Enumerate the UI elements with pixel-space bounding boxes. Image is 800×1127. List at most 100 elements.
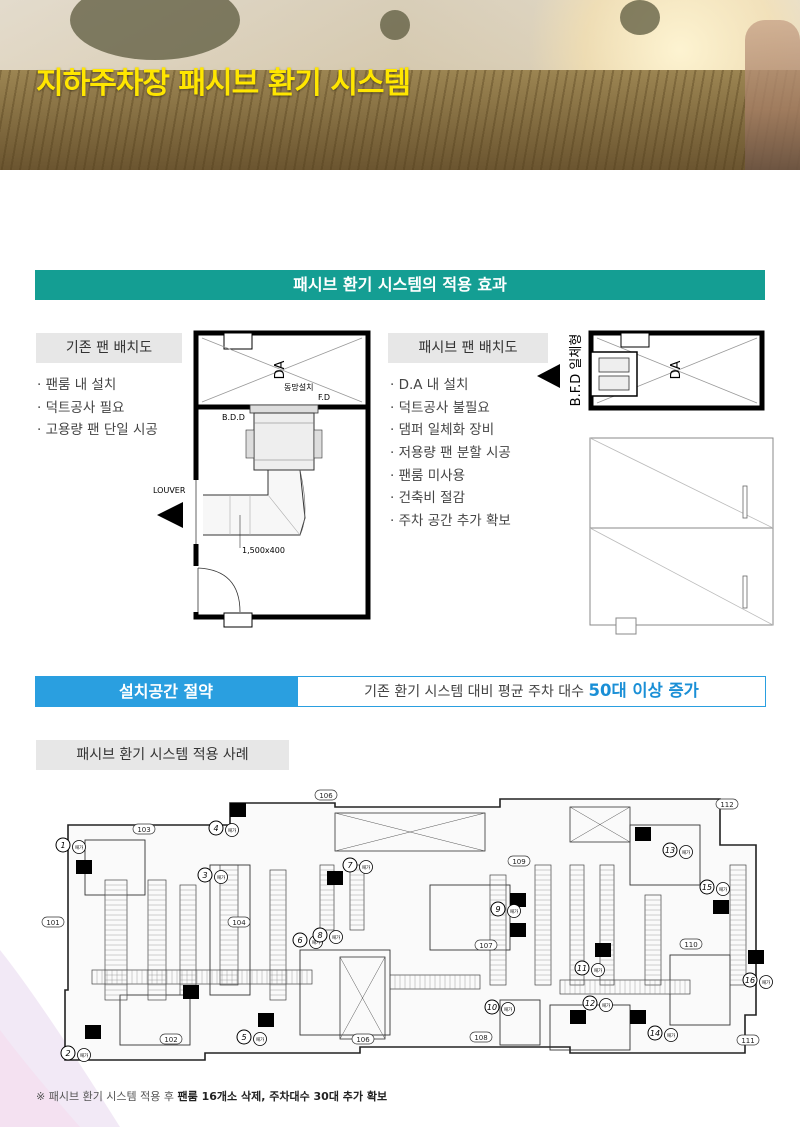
existing-bullet: 팬룸 내 설치 xyxy=(37,374,158,397)
plan-marker-tag-label: 패가 xyxy=(504,1006,512,1013)
plan-marker-tag xyxy=(759,975,773,989)
plan-marker-tag-label: 패가 xyxy=(217,874,225,881)
plan-unit-label: 101 xyxy=(46,919,59,927)
plan-unit-badge xyxy=(132,823,156,835)
plan-marker xyxy=(292,932,308,948)
plan-marker-tag-label: 패가 xyxy=(332,934,340,941)
plan-marker xyxy=(662,842,678,858)
plan-marker-tag-label: 패가 xyxy=(667,1032,675,1039)
plan-marker xyxy=(699,879,715,895)
plan-marker-number: 3 xyxy=(202,871,207,880)
plan-core xyxy=(499,999,541,1046)
plan-marker-tag-label: 패가 xyxy=(312,939,320,946)
plan-marker-tag xyxy=(664,1028,678,1042)
plan-unit-badge xyxy=(715,798,739,810)
plan-fan-room xyxy=(570,1010,586,1024)
plan-marker-tag xyxy=(507,904,521,918)
plan-unit-badge xyxy=(736,1034,760,1046)
plan-marker-tag-label: 패가 xyxy=(682,849,690,856)
section-title-effects: 패시브 환기 시스템의 적용 효과 xyxy=(35,270,765,300)
passive-bullet: 덕트공사 불필요 xyxy=(390,397,511,420)
hero-tree xyxy=(620,0,660,35)
plan-marker xyxy=(490,901,506,917)
plan-unit-label: 107 xyxy=(479,942,492,950)
existing-bullet: 덕트공사 필요 xyxy=(37,397,158,420)
plan-fan-room xyxy=(713,900,729,914)
plan-marker xyxy=(342,857,358,873)
plan-fan-room xyxy=(258,1013,274,1027)
plan-fan-room xyxy=(183,985,199,999)
footnote-text: ※ 패시브 환기 시스템 적용 후 xyxy=(36,1090,178,1103)
saving-description: 기존 환기 시스템 대비 평균 주차 대수 50대 이상 증가 xyxy=(297,676,766,707)
plan-ramp xyxy=(569,806,631,843)
plan-marker-number: 8 xyxy=(317,931,322,940)
plan-marker-tag-label: 패가 xyxy=(80,1052,88,1059)
plan-core xyxy=(429,884,511,951)
plan-marker-tag xyxy=(253,1032,267,1046)
plan-marker xyxy=(197,867,213,883)
plan-marker-tag-label: 패가 xyxy=(602,1002,610,1009)
plan-unit-label: 109 xyxy=(512,858,525,866)
existing-bullet: 고용량 팬 단일 시공 xyxy=(37,419,158,442)
plan-unit-label: 108 xyxy=(474,1034,487,1042)
hero-banner: 지하주차장 패시브 환기 시스템 xyxy=(0,0,800,170)
plan-fan-room xyxy=(510,923,526,937)
plan-ramp xyxy=(334,812,486,852)
plan-marker-tag-label: 패가 xyxy=(762,979,770,986)
plan-marker xyxy=(60,1045,76,1061)
plan-fan-room xyxy=(510,893,526,907)
plan-fan-room xyxy=(85,1025,101,1039)
plan-marker xyxy=(742,972,758,988)
plan-marker-tag-label: 패가 xyxy=(510,908,518,915)
plan-ramp-line xyxy=(334,812,486,852)
passive-bfd-label: B.F.D 일체형 xyxy=(569,334,584,407)
plan-marker xyxy=(208,820,224,836)
plan-unit-label: 112 xyxy=(720,801,733,809)
plan-marker-tag-label: 패가 xyxy=(594,967,602,974)
plan-fan-room xyxy=(748,950,764,964)
plan-marker-number: 10 xyxy=(487,1003,497,1012)
decorative-swoosh xyxy=(0,950,120,1127)
hero-person xyxy=(745,20,800,170)
plan-unit-badge xyxy=(159,1033,183,1045)
existing-layout-tag: 기존 팬 배치도 xyxy=(36,333,182,363)
plan-marker xyxy=(582,995,598,1011)
existing-da-label: DA xyxy=(273,361,288,380)
plan-marker xyxy=(236,1029,252,1045)
page-title: 지하주차장 패시브 환기 시스템 xyxy=(36,66,411,101)
plan-ramp-line xyxy=(569,806,631,843)
plan-marker-number: 5 xyxy=(241,1033,246,1042)
plan-marker-number: 13 xyxy=(665,846,675,855)
plan-unit-label: 106 xyxy=(356,1036,370,1044)
passive-layout-tag: 패시브 팬 배치도 xyxy=(388,333,548,363)
plan-marker-tag xyxy=(591,963,605,977)
existing-louver-label: LOUVER xyxy=(153,486,186,495)
plan-unit-badge xyxy=(314,789,338,801)
plan-marker-number: 11 xyxy=(577,964,587,973)
existing-duct-label: 1,500x400 xyxy=(242,546,285,555)
plan-fan-room xyxy=(630,1010,646,1024)
plan-unit-label: 104 xyxy=(232,919,246,927)
plan-unit-label: 111 xyxy=(741,1037,754,1045)
plan-marker-number: 1 xyxy=(60,841,65,850)
plan-marker-number: 15 xyxy=(702,883,712,892)
plan-unit-badge xyxy=(679,938,703,950)
plan-unit-label: 106 xyxy=(319,792,333,800)
passive-da-label: DA xyxy=(669,361,684,380)
passive-arrow-icon xyxy=(537,364,560,388)
plan-fan-room xyxy=(635,827,651,841)
plan-outline xyxy=(64,798,757,1061)
plan-marker-tag xyxy=(214,870,228,884)
passive-bullet: 댐퍼 일체화 장비 xyxy=(390,419,511,442)
plan-marker-tag xyxy=(225,823,239,837)
plan-marker xyxy=(574,960,590,976)
plan-marker-number: 9 xyxy=(495,905,500,914)
plan-unit-label: 102 xyxy=(164,1036,177,1044)
plan-core xyxy=(629,824,701,886)
existing-fd-label: F.D xyxy=(318,393,330,402)
plan-unit-badge xyxy=(41,916,65,928)
plan-marker-tag xyxy=(501,1002,515,1016)
footnote-bold: 팬룸 16개소 삭제, 주차대수 30대 추가 확보 xyxy=(177,1090,388,1103)
hero-tree xyxy=(380,10,410,40)
